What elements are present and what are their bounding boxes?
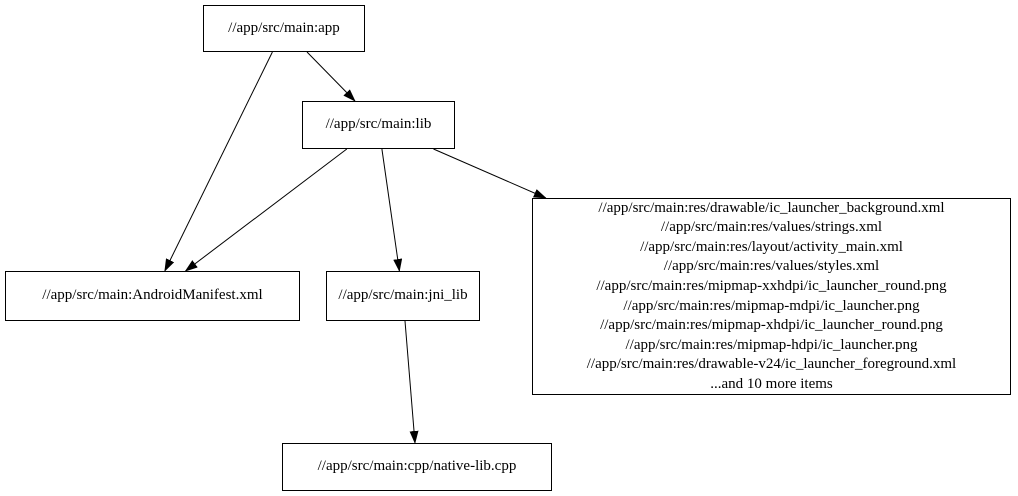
edge-lib-jni_lib — [381, 148, 403, 272]
resource-line: //app/src/main:res/mipmap-hdpi/ic_launch… — [625, 336, 918, 353]
resource-line: //app/src/main:res/mipmap-xhdpi/ic_launc… — [600, 317, 943, 334]
node-native-lib-cpp: //app/src/main:cpp/native-lib.cpp — [282, 443, 552, 491]
resource-line: //app/src/main:res/drawable-v24/ic_launc… — [586, 356, 957, 373]
resource-line: //app/src/main:res/layout/activity_main.… — [640, 238, 903, 255]
node-label: //app/src/main:AndroidManifest.xml — [42, 287, 263, 304]
node-label: //app/src/main:lib — [325, 116, 432, 133]
edge-lib-android_manifest — [184, 148, 348, 272]
node-app: //app/src/main:app — [203, 5, 365, 52]
resource-line: //app/src/main:res/values/styles.xml — [663, 258, 880, 275]
node-android-manifest: //app/src/main:AndroidManifest.xml — [5, 271, 300, 321]
node-label: //app/src/main:cpp/native-lib.cpp — [317, 458, 517, 475]
resource-more-items: ...and 10 more items — [710, 375, 833, 392]
edge-lib-resources — [433, 148, 547, 199]
node-resources-group: //app/src/main:res/drawable/ic_launcher_… — [532, 198, 1011, 395]
edge-jni_lib-native_lib_cpp — [404, 320, 419, 444]
edge-app-android_manifest — [164, 51, 273, 272]
resource-line: //app/src/main:res/values/strings.xml — [660, 219, 883, 236]
node-label: //app/src/main:jni_lib — [338, 287, 468, 304]
resource-line: //app/src/main:res/drawable/ic_launcher_… — [598, 199, 945, 216]
node-jni-lib: //app/src/main:jni_lib — [326, 271, 480, 321]
node-label: //app/src/main:app — [228, 19, 340, 36]
resource-line: //app/src/main:res/mipmap-xxhdpi/ic_laun… — [596, 277, 947, 294]
edge-app-lib — [306, 51, 356, 102]
resource-line: //app/src/main:res/mipmap-mdpi/ic_launch… — [623, 297, 920, 314]
node-lib: //app/src/main:lib — [302, 101, 455, 149]
